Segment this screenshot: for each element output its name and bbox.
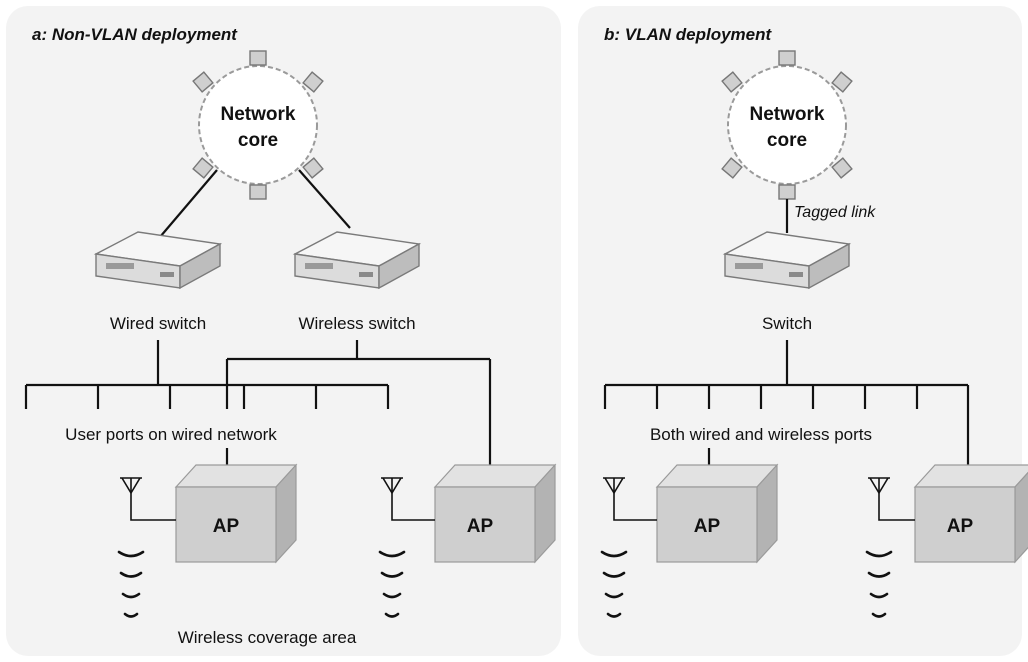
wireless-signal-icon (600, 550, 628, 618)
user-ports-label: User ports on wired network (65, 425, 277, 444)
network-core-a: Network core (192, 50, 324, 200)
network-core-b: Network core (721, 50, 853, 200)
access-point-b2: AP (914, 464, 1028, 563)
ap-label: AP (947, 516, 974, 537)
core-label-line1: Network (750, 104, 825, 125)
ap-label: AP (467, 516, 494, 537)
antenna-icon (602, 477, 657, 521)
tagged-link-label: Tagged link (794, 204, 876, 221)
core-label-line2: core (238, 130, 278, 151)
coverage-area-label: Wireless coverage area (178, 628, 357, 647)
wired-switch-label: Wired switch (110, 314, 206, 333)
wireless-switch-label: Wireless switch (298, 314, 415, 333)
ap-label: AP (213, 516, 240, 537)
core-to-wireless-link (298, 169, 351, 229)
wired-bus-a (24, 340, 390, 409)
panel-a-title: a: Non-VLAN deployment (32, 25, 238, 44)
core-label-line1: Network (221, 104, 296, 125)
switch-label: Switch (762, 314, 812, 333)
wireless-switch-icon (294, 231, 420, 289)
shared-bus-b (603, 340, 970, 487)
panel-b-title: b: VLAN deployment (604, 25, 773, 44)
core-to-wired-link (159, 169, 218, 238)
access-point-b1: AP (656, 464, 778, 563)
wireless-signal-icon (378, 550, 406, 618)
ports-label: Both wired and wireless ports (650, 425, 872, 444)
antenna-icon (380, 477, 435, 521)
wireless-signal-icon (117, 550, 145, 618)
access-point-a2: AP (434, 464, 556, 563)
antenna-icon (867, 477, 915, 521)
core-label-line2: core (767, 130, 807, 151)
antenna-icon (119, 477, 176, 521)
switch-icon (724, 231, 850, 289)
wireless-signal-icon (865, 550, 893, 618)
ap-label: AP (694, 516, 721, 537)
access-point-a1: AP (175, 464, 297, 563)
wired-switch-icon (95, 231, 221, 289)
